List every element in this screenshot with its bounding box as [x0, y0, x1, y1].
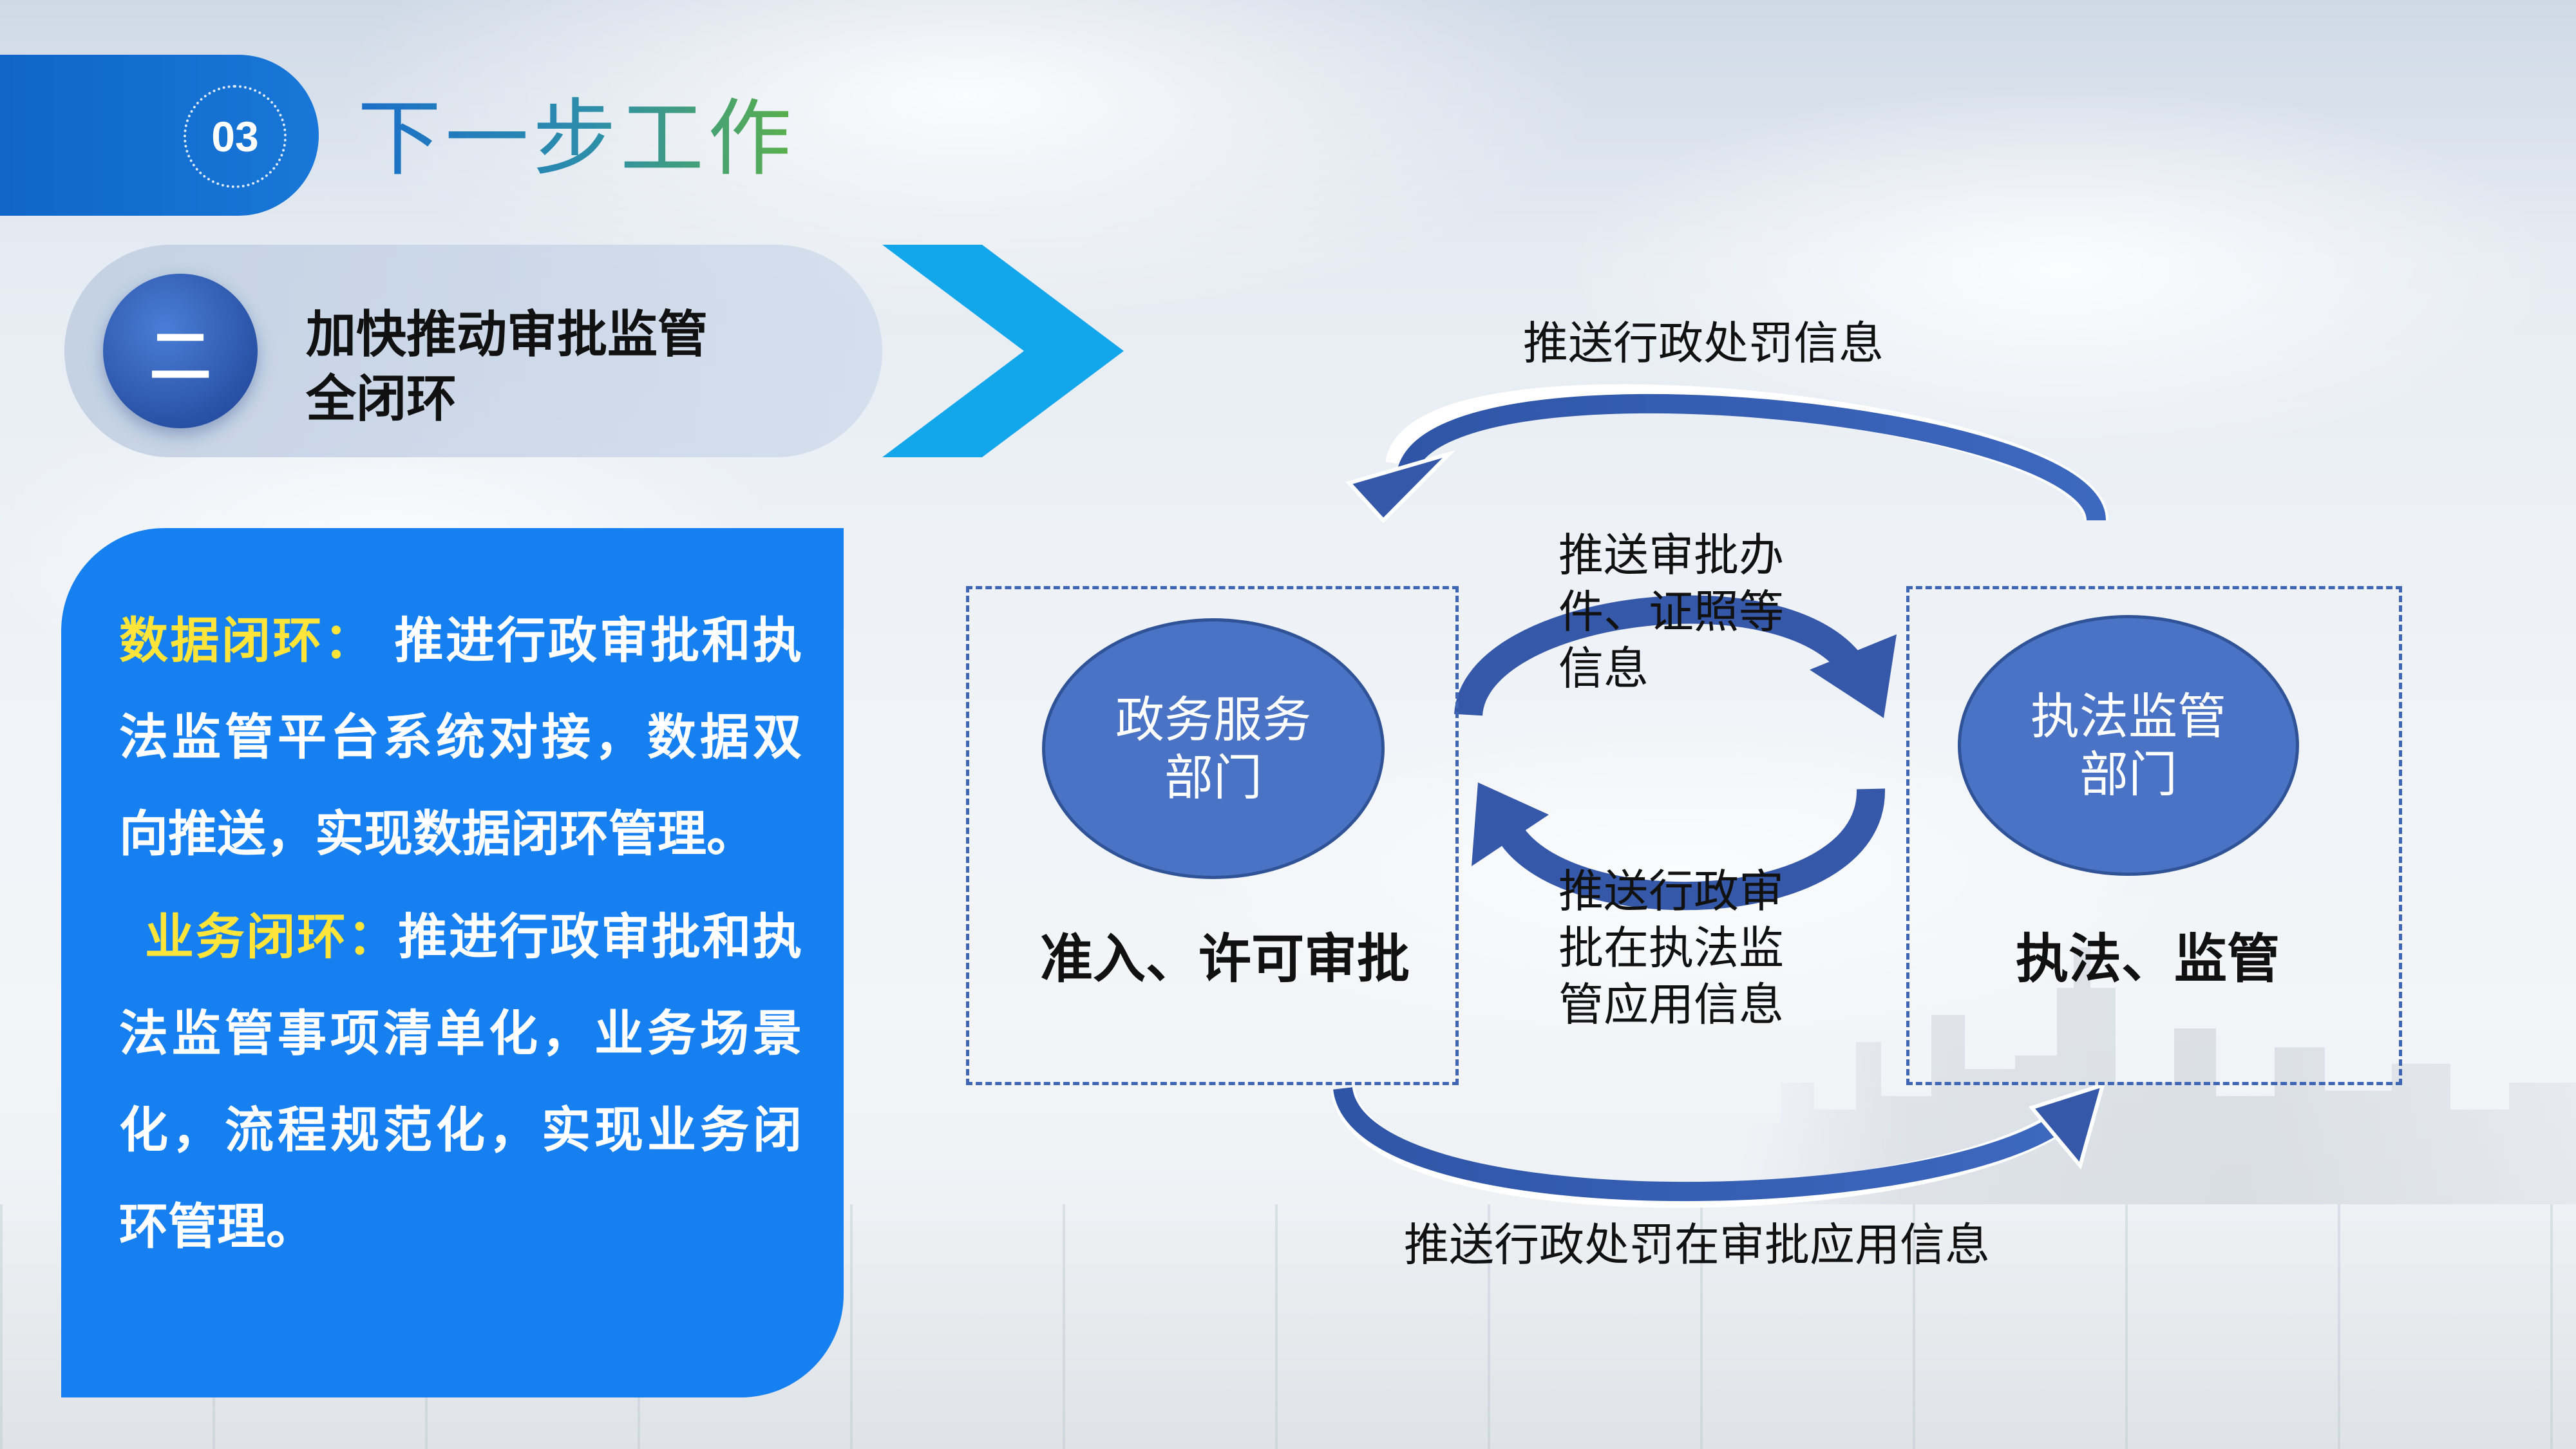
data-loop-separator: ： [324, 612, 375, 669]
subtitle-text: 加快推动审批监管 全闭环 [306, 303, 860, 431]
business-loop-text: 推进行政审批和执法监管事项清单化，业务场景化，流程规范化，实现业务闭环管理。 [119, 908, 802, 1255]
data-loop-paragraph: 数据闭环： 推进行政审批和执法监管平台系统对接，数据双向推送，实现数据闭环管理。 [119, 592, 802, 882]
law-enforcement-node-line-1: 执法监管 [2031, 687, 2226, 745]
subtitle-line-1: 加快推动审批监管 [306, 306, 708, 364]
gov-service-caption: 准入、许可审批 [1040, 929, 1410, 990]
bottom-arrow [1331, 1082, 2106, 1208]
business-loop-separator: ： [347, 908, 399, 965]
right-department-box [1906, 586, 2402, 1085]
bottom-arrow-label: 推送行政处罚在审批应用信息 [1404, 1218, 1990, 1271]
data-loop-keyword: 数据闭环 [119, 612, 325, 669]
page-title: 下一步工作 [357, 90, 796, 187]
law-enforcement-node: 执法监管 部门 [1958, 615, 2299, 876]
middle-bottom-arrow [1472, 782, 1886, 911]
subtitle-line-2: 全闭环 [306, 370, 457, 428]
business-loop-paragraph: 业务闭环：推进行政审批和执法监管事项清单化，业务场景化，流程规范化，实现业务闭环… [119, 889, 802, 1275]
left-department-box [966, 586, 1459, 1085]
law-enforcement-node-line-2: 部门 [2079, 745, 2177, 803]
top-arrow-label: 推送行政处罚信息 [1523, 317, 1884, 370]
gov-service-node-line-2: 部门 [1164, 748, 1262, 806]
middle-top-arrow [1454, 595, 1897, 718]
top-arrow [1345, 384, 2108, 524]
middle-bottom-label: 推送行政审批在执法监管应用信息 [1558, 865, 1784, 1031]
subtitle-number-circle: 二 [103, 274, 258, 428]
chevron-right-icon [882, 245, 1124, 457]
content-panel [61, 528, 844, 1397]
business-loop-keyword: 业务闭环 [145, 908, 348, 965]
data-loop-text: 推进行政审批和执法监管平台系统对接，数据双向推送，实现数据闭环管理。 [119, 612, 802, 862]
middle-top-label: 推送审批办件、证照等信息 [1558, 529, 1784, 695]
section-number-badge: 03 [184, 85, 287, 188]
law-enforcement-caption: 执法、监管 [2016, 929, 2280, 990]
gov-service-node: 政务服务 部门 [1042, 618, 1385, 879]
gov-service-node-line-1: 政务服务 [1115, 690, 1311, 748]
content-panel-text: 数据闭环： 推进行政审批和执法监管平台系统对接，数据双向推送，实现数据闭环管理。… [119, 592, 802, 1275]
